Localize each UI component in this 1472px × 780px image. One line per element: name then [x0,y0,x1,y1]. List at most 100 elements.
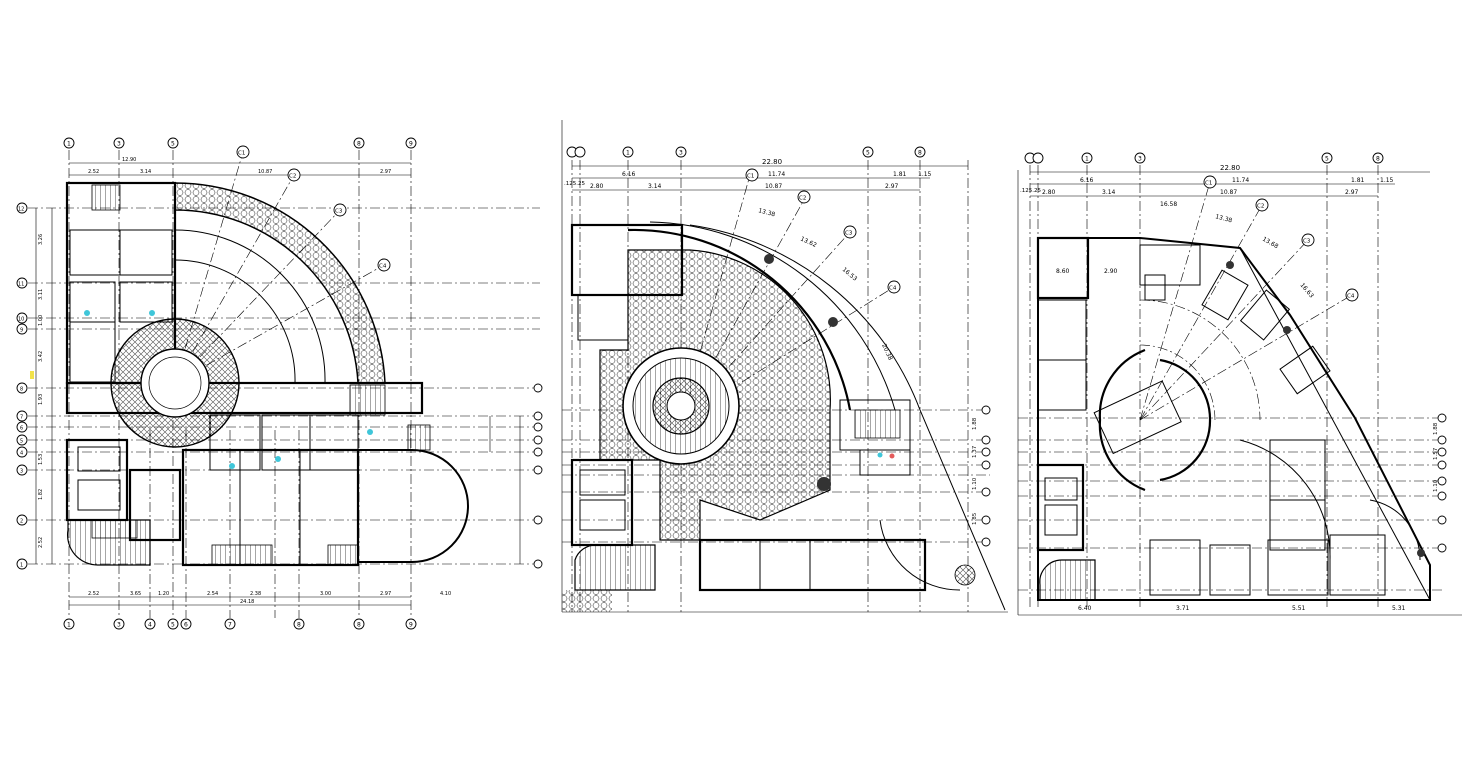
plan-1-dim-bottom-4: 2.38 [250,591,261,597]
plan-2-row-grid [562,409,990,543]
plan-2-col-1: 3 [679,150,683,157]
plan-2-dim-r1-1: 11.74 [768,171,785,178]
plan-3-inner-dim-4: 2.90 [1104,268,1118,275]
plan-1-col-bot-5: 7 [228,622,232,629]
plan-3-overall-top: 22.80 [1220,164,1240,172]
plan-1-radial-3: C4 [379,264,387,270]
plan-1-col-bot-0: 1 [67,622,71,629]
plan-1-col-bot-8: 9 [409,622,413,629]
plan-3-walls [1036,236,1421,601]
plan-1-dim-bottom-6: 2.97 [380,591,391,597]
plan-1-col-bot-4: 6 [184,622,188,629]
plan-3-outline [1037,237,1431,601]
plan-2-radial-2: C3 [845,231,853,237]
plan-3-dim-r2-0: 2.80 [1042,189,1056,196]
plan-2-radial-dim-3: 20.38 [880,343,894,362]
plan-1-row-4: 8 [20,387,23,393]
plan-3-radial-0: C1 [1205,181,1212,187]
plan-2-radial-dim-0: 13.38 [757,207,776,218]
plan-1-curved-balcony [174,182,386,384]
plan-1-dim-bottom-1: 3.65 [130,591,141,597]
plan-1-row-11: 1 [20,563,23,569]
plan-3-dim-r1-3: 1.15 [1380,177,1394,184]
plan-3-col-1: 3 [1138,156,1142,163]
plan-1-dim-left-5: 1.53 [38,454,44,465]
plan-1-dimension-lines [35,162,521,606]
plan-1-dim-left-2: 1.00 [38,315,44,326]
plan-1-row-3: 9 [20,328,23,334]
plan-2-column-bubbles: 1 3 5 8 [566,146,991,547]
plan-1-row-8: 4 [20,451,23,457]
plan-3-col-2: 5 [1325,156,1329,163]
plan-2-walls [562,223,927,612]
plan-1-column-bubbles-bottom: 1 3 4 5 6 7 8 8 9 [63,618,417,630]
plan-1-dim-left-3: 3.42 [38,351,44,362]
plan-2: 22.80 6.16 11.74 1.81 1.15 2.80 3.14 10.… [561,120,1008,613]
plan-1-radial-bubbles: C1 C2 C3 C4 [236,145,391,272]
plan-2-dim-r2-2: 10.87 [765,183,782,190]
plan-1-dim-bottom-7: 4.10 [440,591,451,597]
plan-1-col-bot-7: 8 [357,622,361,629]
plan-2-radial-3: C4 [889,286,897,292]
plan-2-left-small: .125.25 [564,181,585,187]
plan-1-column-bubbles-top: 1 3 5 8 9 [63,137,417,149]
plan-1-row-1: 11 [18,282,24,288]
plan-3-dim-r1-0: 6.16 [1080,177,1094,184]
plan-1-radial-1: C2 [289,174,296,180]
plan-2-right-dim-1: 1.37 [972,445,978,458]
plan-1-round-room [358,449,469,563]
plan-3-col-0: 1 [1085,156,1089,163]
plan-3-dim-r2-3: 2.97 [1345,189,1359,196]
plan-2-dim-r2-3: 2.97 [885,183,899,190]
plan-1-dim-top-1: 3.14 [140,169,151,175]
plan-3-dim-r1-1: 11.74 [1232,177,1249,184]
plan-1-row-9: 3 [20,469,23,475]
plan-3-inner-dim-3: 16.63 [1298,282,1315,300]
plan-2-dim-r1-0: 6.16 [622,171,636,178]
plan-3-dim-r1-2: 1.81 [1351,177,1365,184]
plan-1-dim-left-1: 3.11 [38,289,44,300]
plan-2-dim-r1-2: 1.81 [893,171,907,178]
plan-1-row-5: 7 [20,415,23,421]
plan-1-row-10: 2 [20,519,23,525]
plan-1-col-bot-1: 3 [117,622,121,629]
plan-2-radial-1: C2 [799,196,806,202]
plan-1-dim-left-6: 1.82 [38,489,44,500]
plan-3-radial-lines [1139,181,1353,421]
plan-2-dim-r2-1: 3.14 [648,183,662,190]
plan-1-overall-bottom: 24.18 [240,599,254,605]
plan-1-radial-2: C3 [335,209,343,215]
plan-3-left-small: .125.25 [1020,188,1041,194]
plan-1-row-grid [28,207,540,565]
plan-3-bottom-dim-0: 6.40 [1078,605,1092,612]
plan-2-dim-r2-0: 2.80 [590,183,604,190]
plan-2-right-dim-2: 1.10 [972,477,978,490]
plan-1-col-top-0: 1 [67,141,71,148]
plan-3-radial-bubbles: C1 C2 C3 C4 [1203,175,1359,302]
plan-3-radial-2: C3 [1303,239,1311,245]
plan-1-col-top-4: 9 [409,141,413,148]
plan-3-inner-dim-2: 13.68 [1261,236,1280,251]
plan-1-col-top-2: 5 [171,141,175,148]
plan-1-dim-left-4: 1.93 [38,394,44,405]
plan-2-overall-top: 22.80 [762,158,782,166]
plan-1-col-top-1: 3 [117,141,121,148]
plan-3-inner-dim-1: 13.38 [1214,213,1233,224]
plan-3-right-dim-1: 1.57 [1433,447,1439,460]
plan-1-col-bot-6: 8 [297,622,301,629]
plan-1-walls [65,181,431,567]
plan-2-col-0: 1 [626,150,630,157]
plan-3: 22.80 6.16 11.74 1.81 1.15 2.80 3.14 10.… [1017,152,1462,616]
plan-3-dim-r2-1: 3.14 [1102,189,1116,196]
plan-1-row-7: 5 [20,439,23,445]
plan-1-col-top-3: 8 [357,141,361,148]
plan-3-right-dim-0: 1.88 [1433,422,1439,435]
plan-1-row-bubbles: 12 11 10 9 8 7 6 5 4 3 2 1 [16,202,543,570]
plan-1-dim-left-0: 3.26 [38,234,44,245]
plan-1-radial-0: C1 [238,151,245,157]
plan-1-dim-bottom-2: 1.20 [158,591,169,597]
plan-2-radial-dim-1: 13.62 [799,235,818,249]
plan-1-dim-top-2: 10.87 [258,169,272,175]
plan-3-bottom-dim-1: 3.71 [1176,605,1190,612]
